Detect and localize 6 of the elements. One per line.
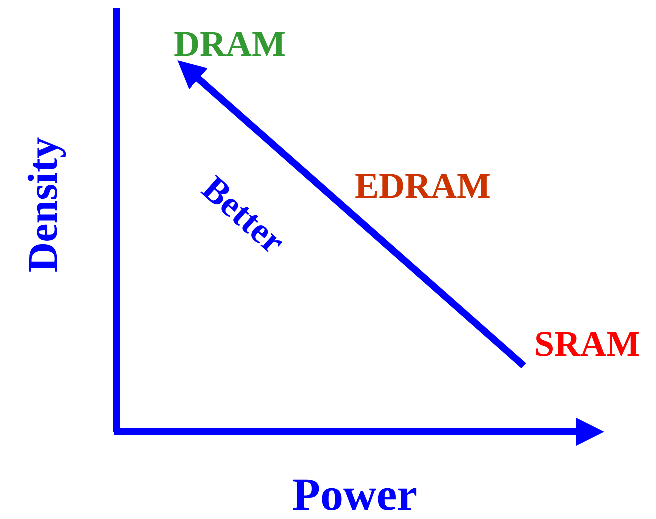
arrow xyxy=(178,60,526,369)
memory-label: EDRAM xyxy=(355,168,491,204)
axis-title: Density xyxy=(23,137,65,273)
memory-label: SRAM xyxy=(520,322,655,366)
axis-title: Power xyxy=(292,472,418,518)
memory-label: DRAM xyxy=(160,22,300,66)
